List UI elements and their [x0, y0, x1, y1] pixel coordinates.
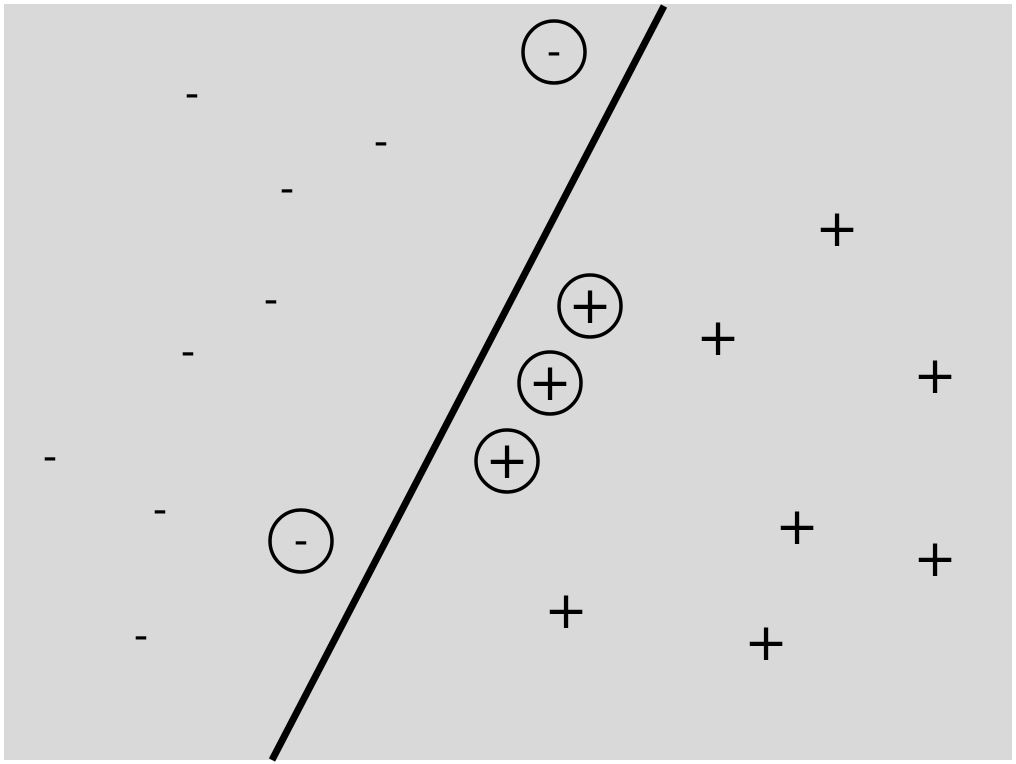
negative-point: - [280, 166, 294, 212]
plus-label: + [744, 613, 788, 673]
positive-support-vector: + [474, 428, 540, 494]
minus-label: - [43, 434, 57, 480]
positive-support-vector: + [517, 350, 583, 416]
minus-label: - [280, 166, 294, 212]
minus-label: - [153, 487, 167, 533]
minus-label: - [547, 29, 561, 75]
positive-point: + [544, 581, 588, 641]
negative-support-vector: - [521, 19, 587, 85]
support-vector-ring [557, 273, 623, 339]
support-vector-ring [474, 428, 540, 494]
positive-support-vector: + [557, 273, 623, 339]
panel-background [4, 4, 1012, 760]
plus-label: + [815, 199, 859, 259]
plus-label: + [544, 581, 588, 641]
plus-label: + [913, 346, 957, 406]
minus-label: - [374, 119, 388, 165]
points-layer: - - - - - - - - - - + + + + + + + + + + [43, 19, 957, 673]
plus-label: + [775, 497, 819, 557]
minus-label: - [181, 329, 195, 375]
negative-point: - [134, 613, 148, 659]
minus-label: - [185, 71, 199, 117]
negative-point: - [374, 119, 388, 165]
negative-point: - [43, 434, 57, 480]
negative-point: - [185, 71, 199, 117]
minus-label: - [294, 518, 308, 564]
negative-point: - [153, 487, 167, 533]
plus-label: + [913, 529, 957, 589]
support-vector-ring [521, 19, 587, 85]
negative-support-vector: - [268, 508, 334, 574]
minus-label: - [134, 613, 148, 659]
negative-point: - [264, 277, 278, 323]
negative-point: - [181, 329, 195, 375]
positive-point: + [913, 529, 957, 589]
plus-label: + [528, 353, 572, 413]
plus-label: + [568, 276, 612, 336]
positive-point: + [696, 308, 740, 368]
positive-point: + [775, 497, 819, 557]
plus-label: + [485, 431, 529, 491]
plus-label: + [696, 308, 740, 368]
support-vector-ring [517, 350, 583, 416]
positive-point: + [815, 199, 859, 259]
decision-boundary [268, 4, 668, 762]
minus-label: - [264, 277, 278, 323]
support-vector-ring [268, 508, 334, 574]
positive-point: + [913, 346, 957, 406]
positive-point: + [744, 613, 788, 673]
